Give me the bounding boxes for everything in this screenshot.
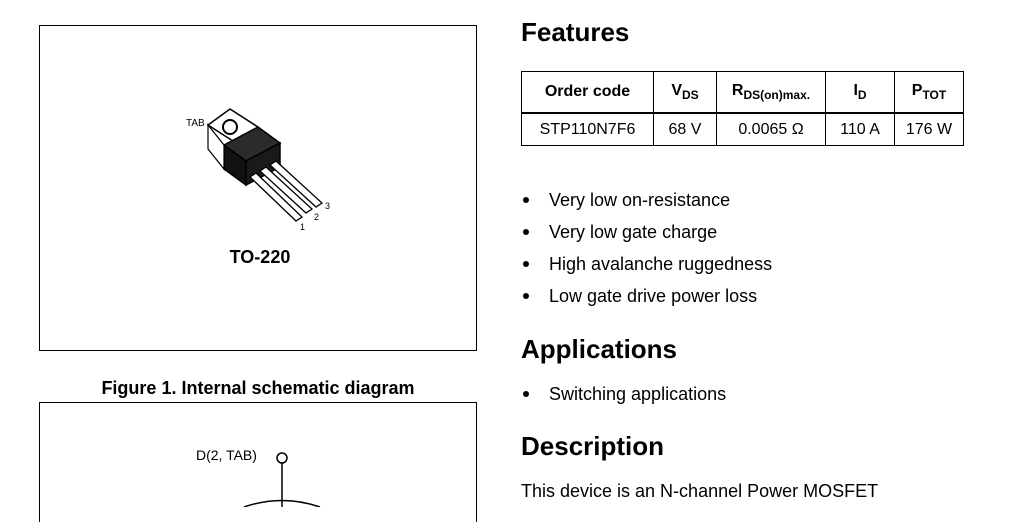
vds-header: VDS bbox=[653, 71, 717, 114]
order-code-cell: STP110N7F6 bbox=[521, 112, 654, 146]
application-list: Switching applications bbox=[521, 378, 726, 410]
tab-label: TAB bbox=[186, 118, 205, 129]
package-name: TO-220 bbox=[229, 247, 291, 267]
order-code-header: Order code bbox=[521, 71, 654, 114]
tab-edge bbox=[207, 123, 225, 171]
mosfet-schematic bbox=[243, 452, 321, 507]
ptot-cell: 176 W bbox=[894, 112, 964, 146]
device-outline bbox=[243, 499, 321, 507]
pin-2-label: 2 bbox=[314, 212, 319, 222]
package-leads bbox=[248, 160, 324, 222]
to220-package-drawing: TAB 1 2 3 bbox=[186, 108, 330, 232]
description-heading: Description bbox=[521, 431, 665, 461]
drain-terminal-label: D(2, TAB) bbox=[196, 447, 257, 463]
drain-terminal bbox=[276, 452, 288, 464]
table-header-row: Order code VDS RDS(on)max. ID PTOT bbox=[521, 71, 964, 114]
list-item: Very low gate charge bbox=[521, 216, 772, 248]
list-item: Switching applications bbox=[521, 378, 726, 410]
pin-3-label: 3 bbox=[325, 201, 330, 211]
applications-heading: Applications bbox=[521, 334, 678, 364]
table-row: STP110N7F6 68 V 0.0065 Ω 110 A 176 W bbox=[521, 112, 964, 146]
features-heading: Features bbox=[521, 17, 630, 47]
id-header: ID bbox=[825, 71, 895, 114]
description-text: This device is an N-channel Power MOSFET bbox=[521, 481, 879, 501]
list-item: Low gate drive power loss bbox=[521, 280, 772, 312]
list-item: High avalanche ruggedness bbox=[521, 248, 772, 280]
id-cell: 110 A bbox=[825, 112, 895, 146]
list-item: Very low on-resistance bbox=[521, 184, 772, 216]
feature-list: Very low on-resistance Very low gate cha… bbox=[521, 184, 772, 312]
schematic-box bbox=[39, 402, 477, 522]
rds-header: RDS(on)max. bbox=[716, 71, 826, 114]
tab-hole bbox=[222, 119, 238, 135]
pin-1-label: 1 bbox=[300, 222, 305, 232]
spec-table: Order code VDS RDS(on)max. ID PTOT STP11… bbox=[521, 71, 964, 146]
ptot-header: PTOT bbox=[894, 71, 964, 114]
rds-cell: 0.0065 Ω bbox=[716, 112, 826, 146]
vds-cell: 68 V bbox=[653, 112, 717, 146]
package-figure-box bbox=[39, 25, 477, 351]
figure-caption: Figure 1. Internal schematic diagram bbox=[101, 378, 415, 398]
